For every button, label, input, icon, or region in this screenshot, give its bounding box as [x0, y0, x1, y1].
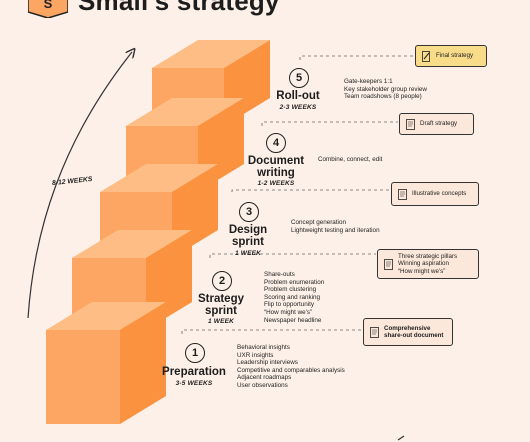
step-5-title: Roll-out [276, 90, 320, 102]
step-3-duration: 1 WEEK [234, 250, 262, 257]
step-4-number: 4 [266, 133, 286, 153]
step-4-duration: 1-2 WEEKS [257, 180, 295, 187]
step-3-number: 3 [239, 202, 259, 222]
connector-5 [299, 55, 414, 60]
connector-3 [231, 189, 390, 192]
stair-step-1 [46, 302, 166, 424]
step-3-title: Design sprint [228, 224, 268, 248]
step-1-number: 1 [185, 343, 205, 363]
growth-arrow [27, 52, 132, 319]
document-icon [406, 118, 415, 130]
step-2-number: 2 [212, 271, 232, 291]
step-1-title: Preparation [162, 366, 226, 378]
draft-strategy-card: Draft strategy [399, 113, 474, 135]
step-4-title: Document writing [247, 155, 305, 179]
step-5-number: 5 [289, 68, 309, 88]
illustrative-concepts-card: Illustrative concepts [391, 182, 479, 206]
step-5-duration: 2-3 WEEKS [279, 104, 317, 111]
connector-1 [181, 329, 362, 334]
connector-4 [261, 121, 398, 126]
svg-text:S: S [44, 0, 53, 11]
connector-2 [209, 253, 376, 258]
document-icon [398, 188, 407, 200]
final-strategy-card: Final strategy [415, 45, 487, 67]
step-4-activities: Combine, connect, edit [318, 156, 383, 163]
document-icon [384, 258, 393, 270]
pencil-document-icon [422, 50, 430, 62]
step-2-duration: 1 WEEK [207, 318, 235, 325]
document-icon [370, 326, 379, 338]
step-1-duration: 3-5 WEEKS [175, 380, 213, 387]
page-title: Small's strategy [78, 0, 280, 16]
logo-icon: S [28, 0, 68, 18]
corner-mark [397, 435, 405, 441]
step-2-title: Strategy sprint [197, 293, 245, 317]
